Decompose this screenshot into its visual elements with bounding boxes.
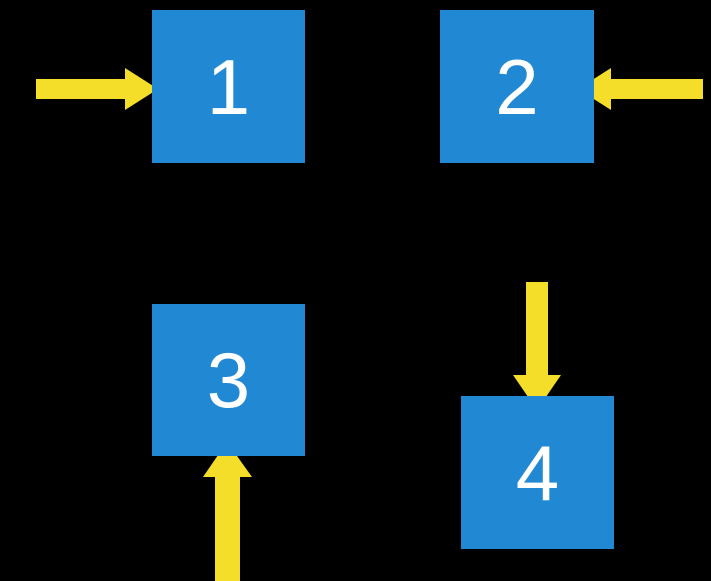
arrow-left-to-box-2[interactable] (578, 68, 703, 110)
arrow-up-to-box-3[interactable] (203, 442, 252, 581)
node-box-2[interactable]: 2 (440, 10, 594, 163)
node-box-3[interactable]: 3 (152, 304, 305, 456)
arrow-down-to-box-4[interactable] (513, 282, 561, 410)
node-box-2-label: 2 (495, 42, 539, 131)
arrow-right-to-box-1[interactable] (36, 68, 158, 110)
node-box-1[interactable]: 1 (152, 10, 305, 163)
node-box-3-label: 3 (206, 336, 251, 424)
node-box-4[interactable]: 4 (461, 396, 614, 549)
node-box-4-label: 4 (515, 428, 560, 517)
node-box-1-label: 1 (206, 42, 251, 131)
